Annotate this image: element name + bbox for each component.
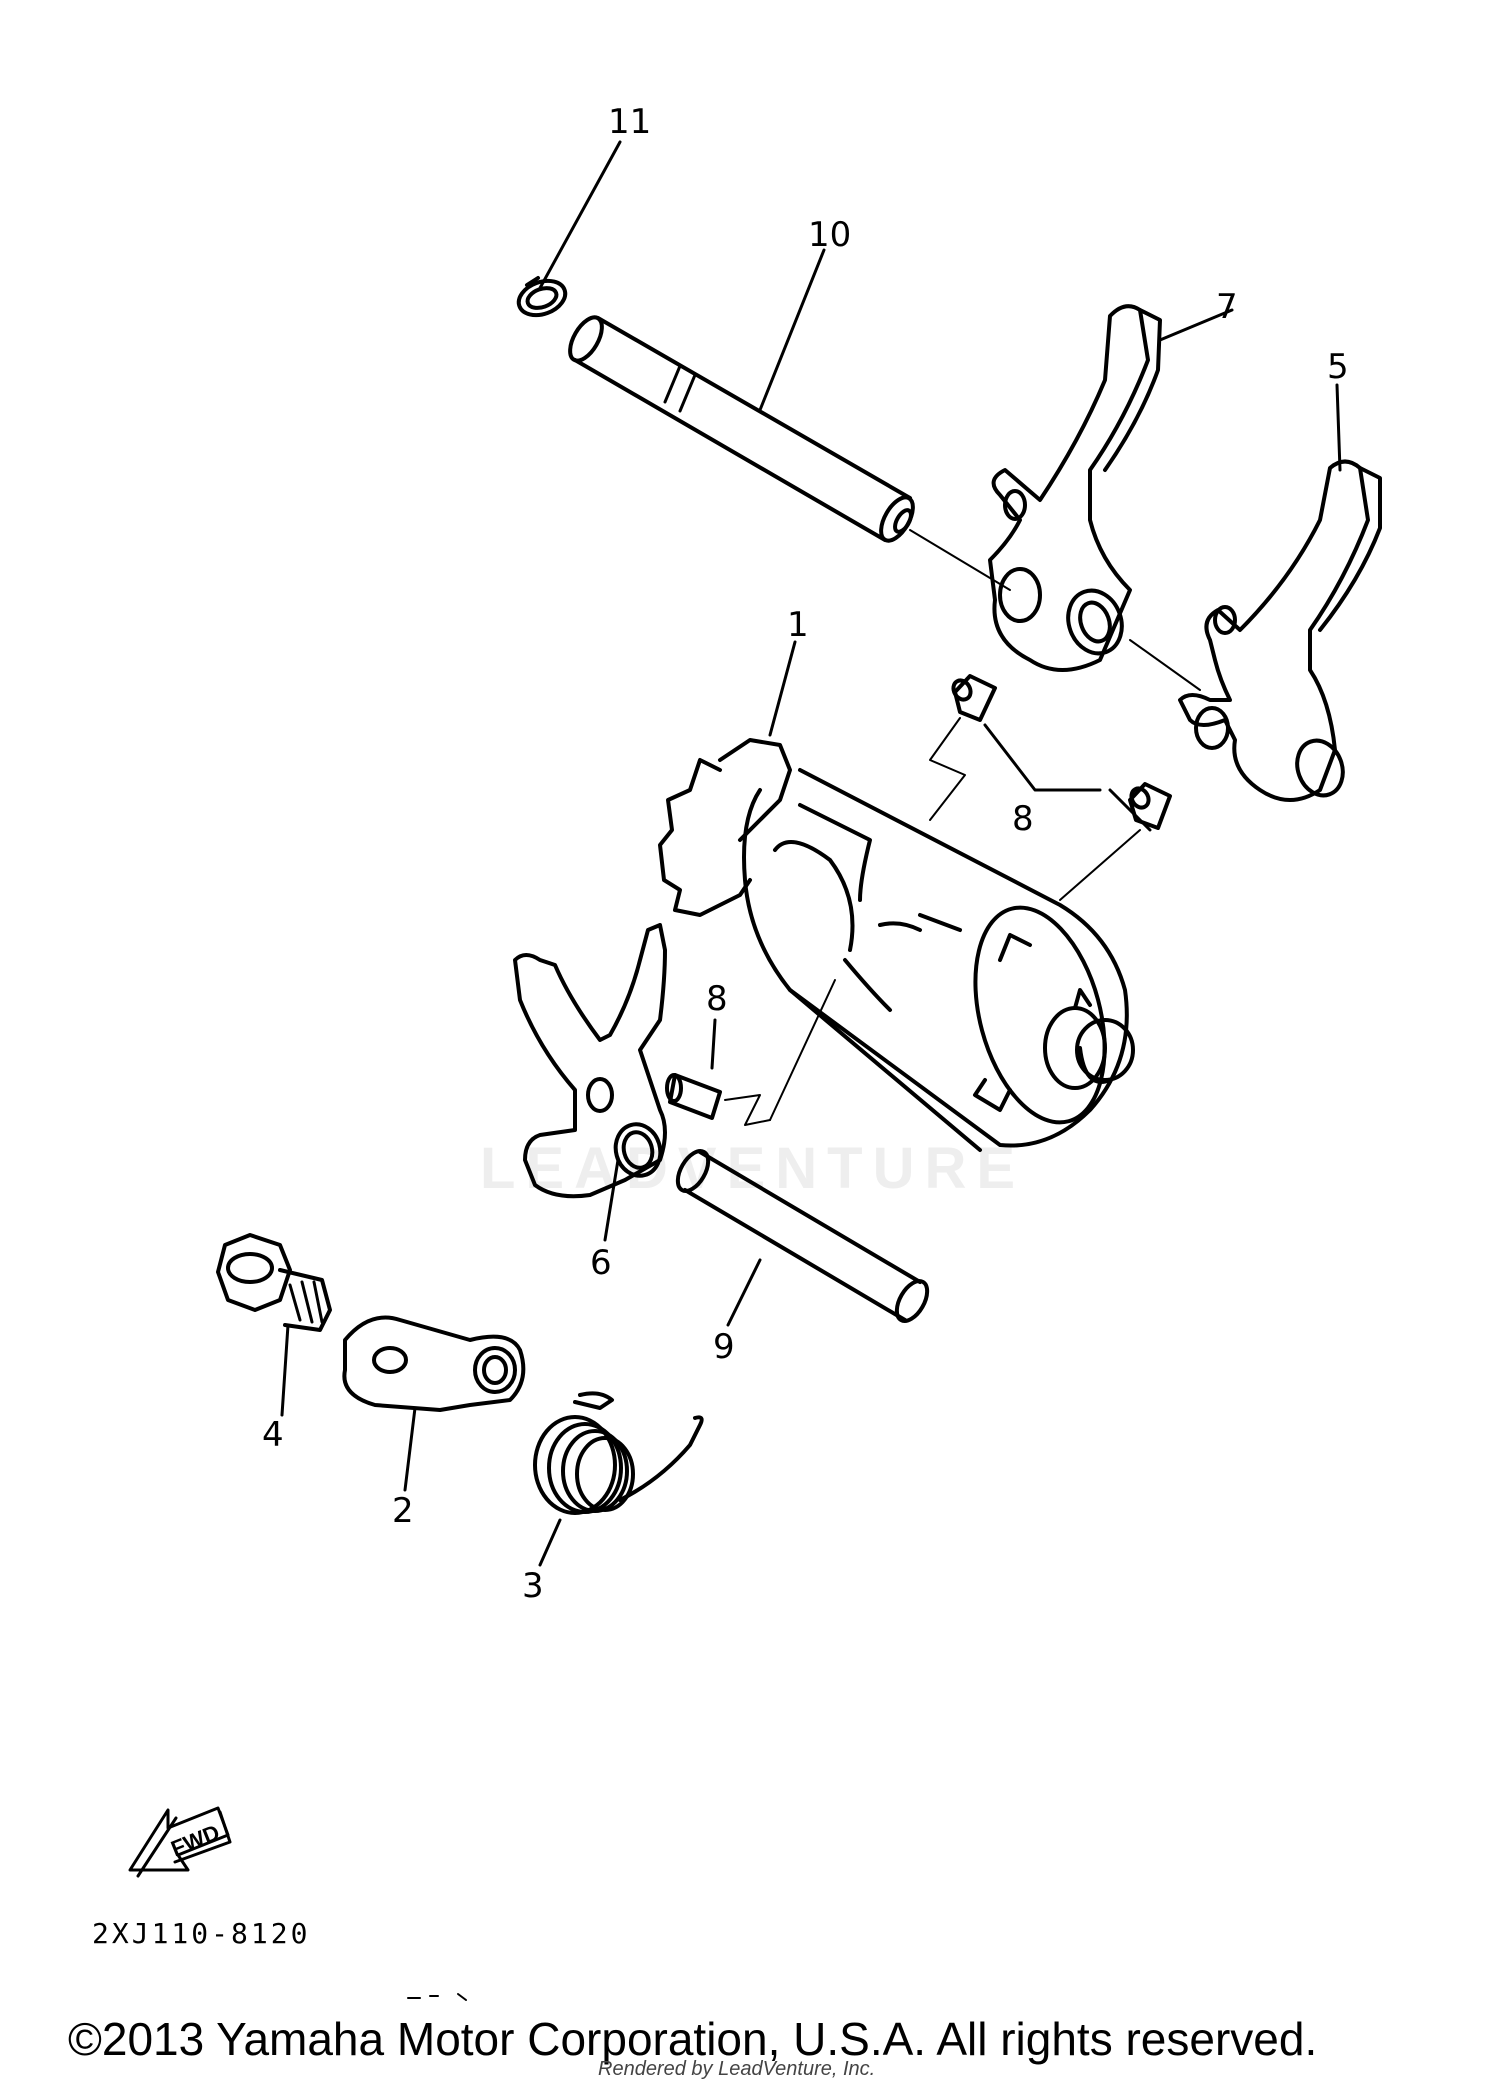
leader-1 (768, 640, 797, 737)
shift-fork-part-6 (513, 923, 667, 1199)
leadventure-watermark: LEADVENTURE (480, 1136, 1026, 1201)
callout-5: 5 (1327, 347, 1349, 387)
leader-9 (726, 1258, 762, 1327)
callout-1: 1 (787, 605, 809, 645)
guide-bar-part-10 (568, 315, 915, 543)
shift-cam-part-1 (658, 738, 1135, 1152)
pin-guide-line-4 (769, 979, 836, 1121)
guide-pin-part-8-b (1128, 782, 1172, 830)
callout-8-lower: 8 (706, 979, 728, 1019)
leader-8-lower (710, 1018, 717, 1070)
callout-8-upper: 8 (1012, 799, 1034, 839)
pin-guide-line-3 (724, 1094, 771, 1126)
leader-10 (758, 248, 826, 412)
callout-3: 3 (522, 1566, 544, 1606)
copyright-notice: ©2013 Yamaha Motor Corporation, U.S.A. A… (68, 2013, 1318, 2065)
fork-axis-line (1129, 639, 1201, 691)
leader-8-upper (983, 723, 1152, 832)
leader-3 (538, 1518, 562, 1567)
leader-2 (403, 1406, 417, 1492)
bolt-part-4 (216, 1233, 332, 1332)
leader-5 (1335, 383, 1342, 472)
callout-10: 10 (808, 215, 851, 255)
callout-6: 6 (590, 1243, 612, 1283)
diagram-code: 2XJ110-8120 (92, 1917, 311, 1950)
callout-7: 7 (1216, 287, 1238, 327)
guide-pin-part-8-c (665, 1073, 722, 1120)
circlip-part-11 (516, 276, 568, 318)
leader-11 (538, 140, 622, 290)
callout-11: 11 (608, 102, 651, 142)
fwd-arrow-icon: FWD (128, 1806, 232, 1878)
pin-guide-line-1 (929, 717, 966, 821)
torsion-spring-part-3 (533, 1391, 704, 1515)
stopper-lever-part-2 (342, 1315, 526, 1412)
callout-2: 2 (392, 1491, 414, 1531)
scan-marks (407, 1993, 467, 2001)
callout-9: 9 (713, 1327, 735, 1367)
leader-6 (603, 1158, 620, 1242)
leader-4 (280, 1323, 290, 1417)
pin-guide-line-2 (1059, 829, 1141, 901)
leader-7 (1158, 308, 1234, 342)
guide-pin-part-8-a (951, 674, 997, 722)
shift-fork-part-7 (988, 304, 1162, 672)
bar-axis-line (909, 529, 1011, 591)
callout-4: 4 (262, 1415, 284, 1455)
rendered-by-notice: Rendered by LeadVenture, Inc. (598, 2058, 876, 2080)
guide-bar-part-9 (675, 1149, 930, 1323)
shift-fork-part-5 (1178, 459, 1382, 802)
